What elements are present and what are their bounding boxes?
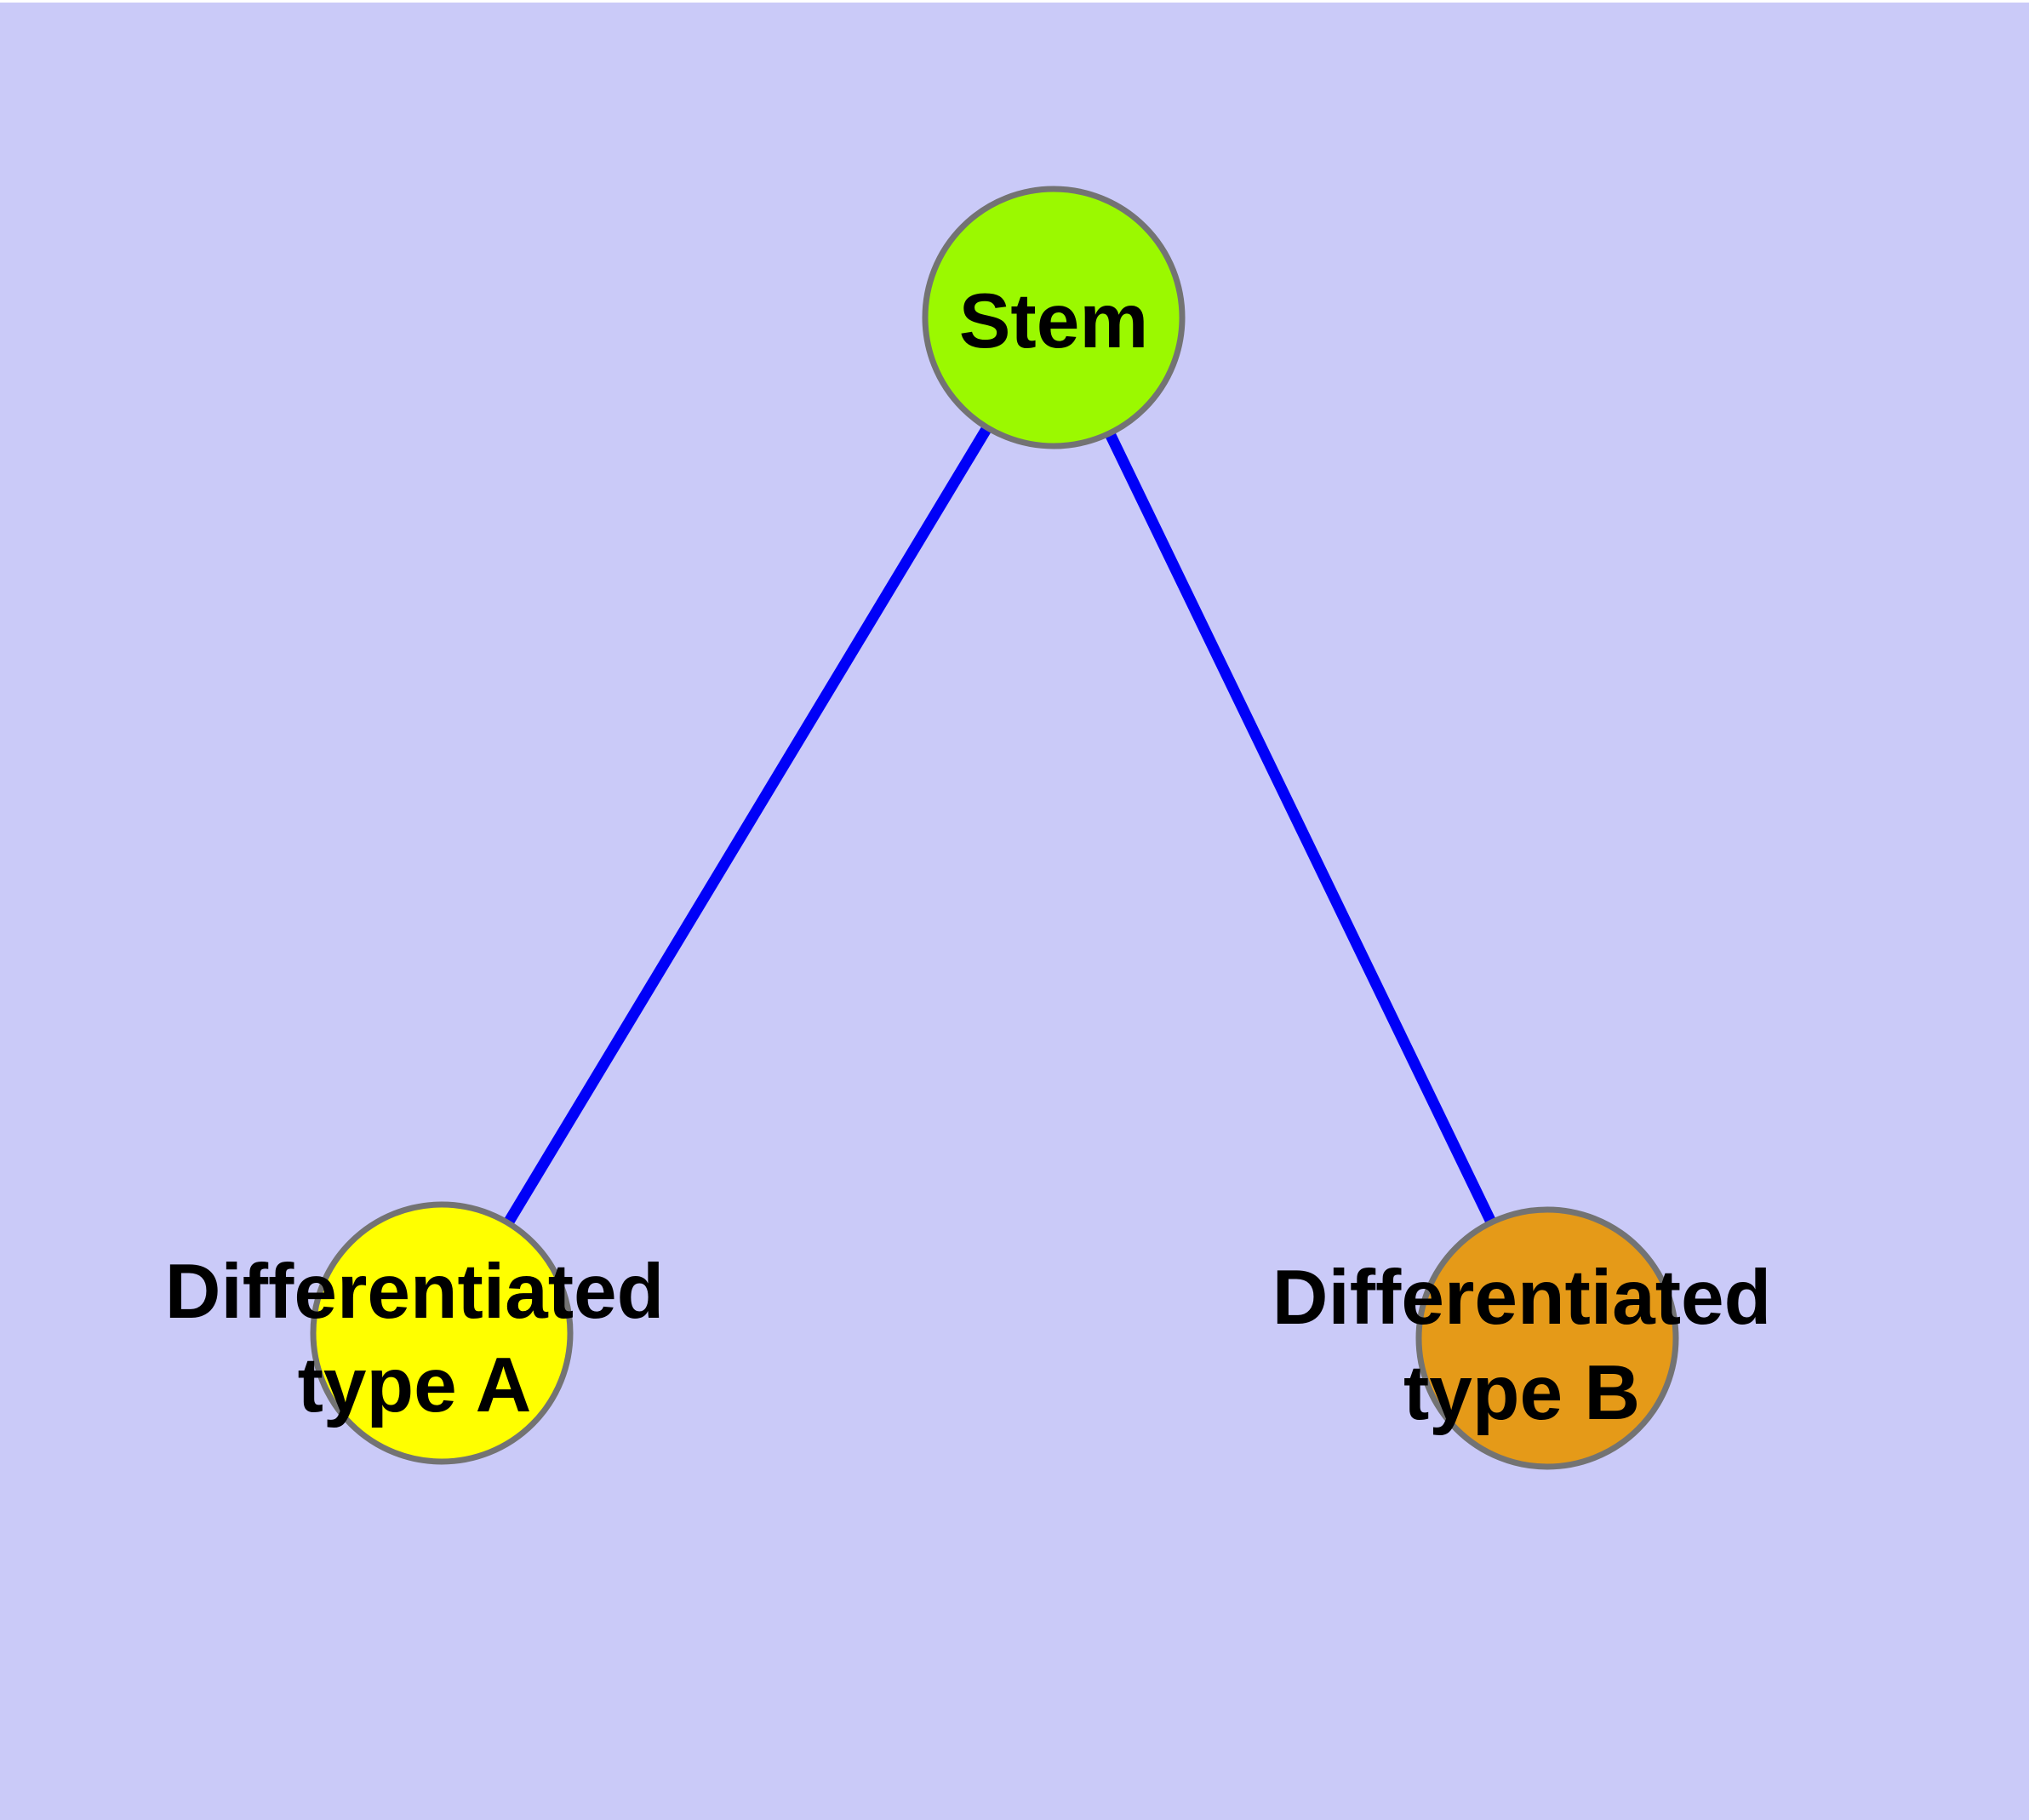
node-stem (922, 186, 1186, 449)
node-type-a-label-line1: Differentiated (165, 1249, 665, 1335)
node-type-a-label-line2: type A (298, 1342, 532, 1428)
node-differentiated-type-a (310, 1201, 574, 1465)
node-type-b-label-line1: Differentiated (1272, 1255, 1772, 1341)
node-differentiated-type-b (1415, 1206, 1679, 1470)
node-type-b-label-line2: type B (1403, 1350, 1640, 1436)
node-stem-label: Stem (959, 278, 1149, 364)
edge-stem-to-type-b (1049, 315, 1552, 1341)
edge-stem-to-type-a (437, 314, 1059, 1336)
